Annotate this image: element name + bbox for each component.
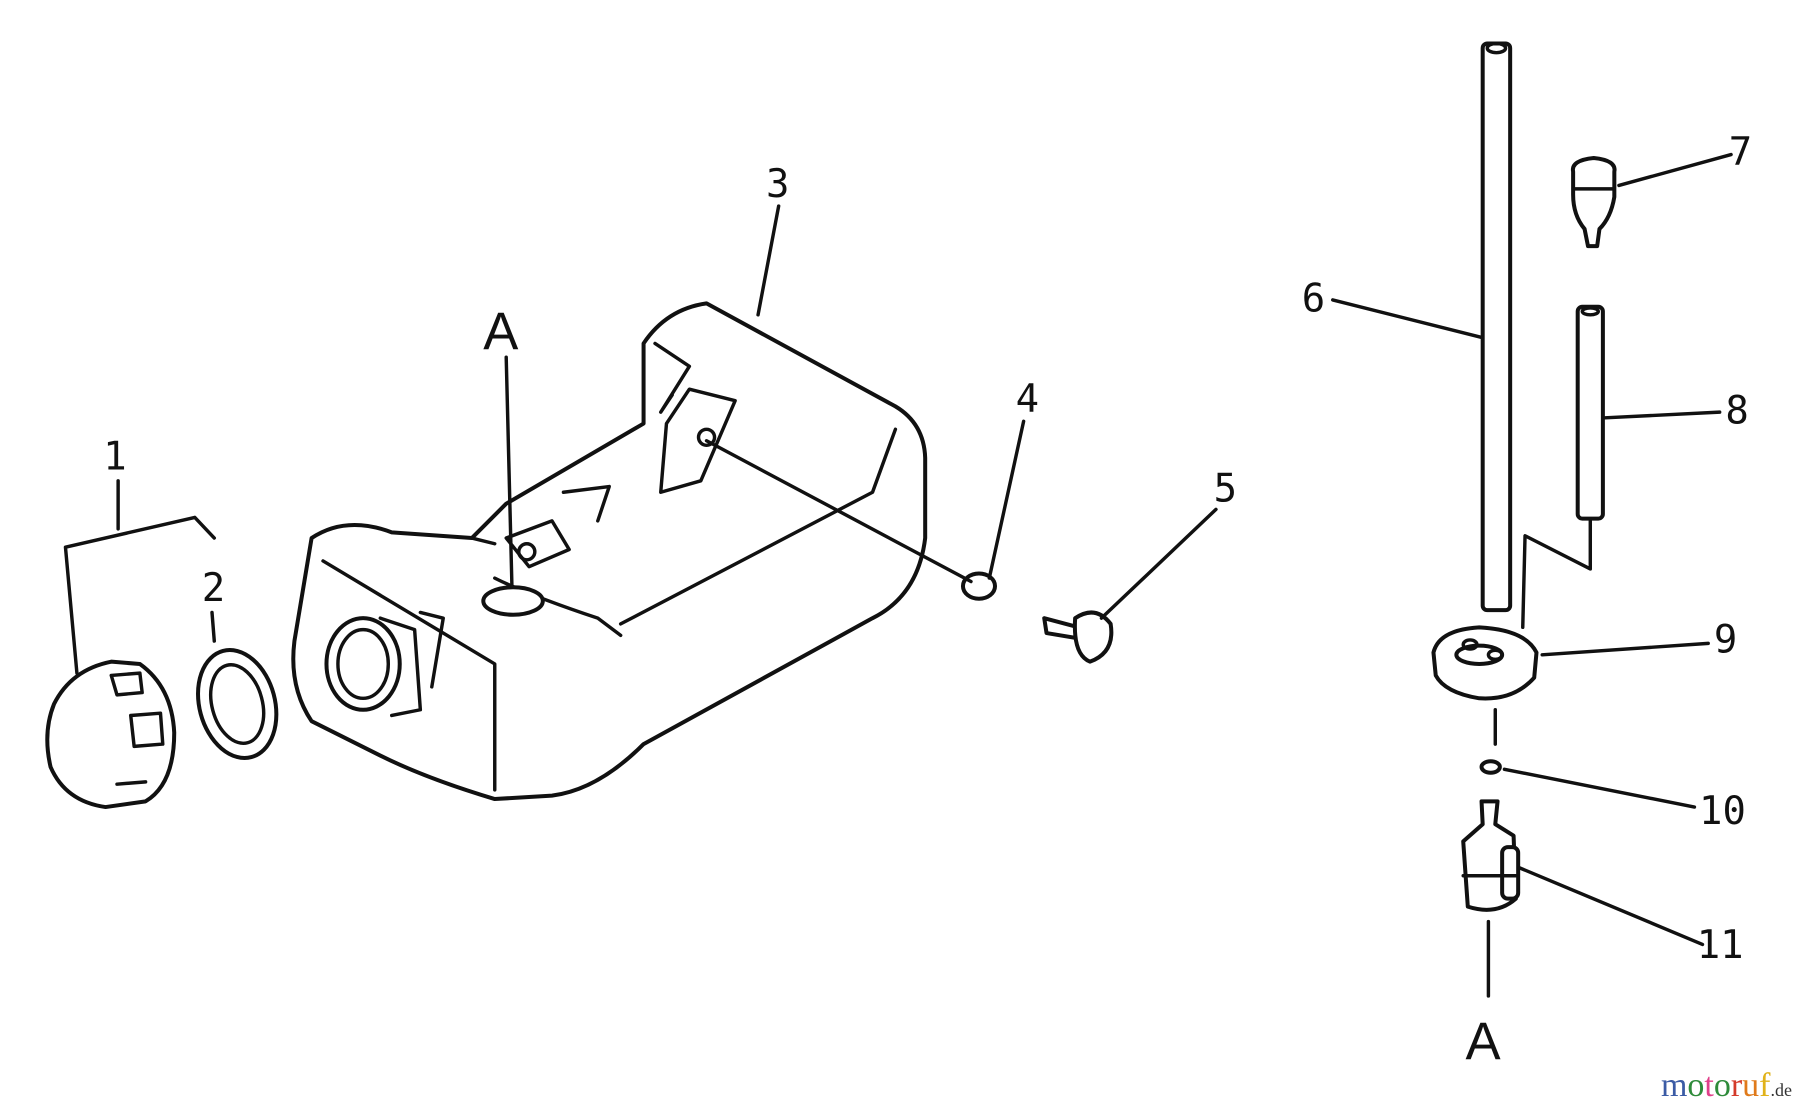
watermark-letter: m <box>1660 1067 1688 1104</box>
part-label-11: 11 <box>1697 923 1744 968</box>
pipe-cap <box>1570 155 1617 249</box>
watermark-letter: o <box>1687 1067 1705 1104</box>
cap-gasket <box>196 648 279 761</box>
part-label-3: 3 <box>766 162 789 207</box>
watermark-letter: u <box>1742 1067 1760 1104</box>
fuel-tank <box>291 301 928 802</box>
watermark-letter: t <box>1704 1067 1714 1104</box>
reference-mark-a-top: A <box>483 302 519 361</box>
part-label-8: 8 <box>1725 389 1748 434</box>
fuel-cap <box>45 659 177 810</box>
part-label-10: 10 <box>1699 789 1746 834</box>
part-label-7: 7 <box>1729 130 1752 175</box>
fuel-pipe-long <box>1480 41 1513 613</box>
fuel-pipe-short <box>1575 304 1605 521</box>
part-label-5: 5 <box>1214 466 1237 511</box>
watermark-letter: r <box>1730 1067 1743 1104</box>
watermark-text: motoruf <box>1661 1067 1771 1104</box>
reference-mark-a-bottom: A <box>1466 1012 1502 1071</box>
part-label-4: 4 <box>1016 377 1039 422</box>
watermark-suffix: .de <box>1770 1080 1793 1100</box>
watermark-letter: f <box>1759 1067 1771 1104</box>
part-label-2: 2 <box>202 566 225 611</box>
part-label-1: 1 <box>103 434 126 479</box>
o-ring <box>1479 759 1502 775</box>
bolt <box>1042 610 1114 664</box>
grommet <box>1431 625 1539 701</box>
watermark-letter: o <box>1713 1067 1731 1104</box>
watermark-logo: motoruf.de <box>1661 1067 1792 1105</box>
part-label-6: 6 <box>1302 276 1325 321</box>
fuel-filter <box>1461 799 1521 912</box>
leader-lines <box>63 152 1733 998</box>
part-label-9: 9 <box>1714 618 1737 663</box>
